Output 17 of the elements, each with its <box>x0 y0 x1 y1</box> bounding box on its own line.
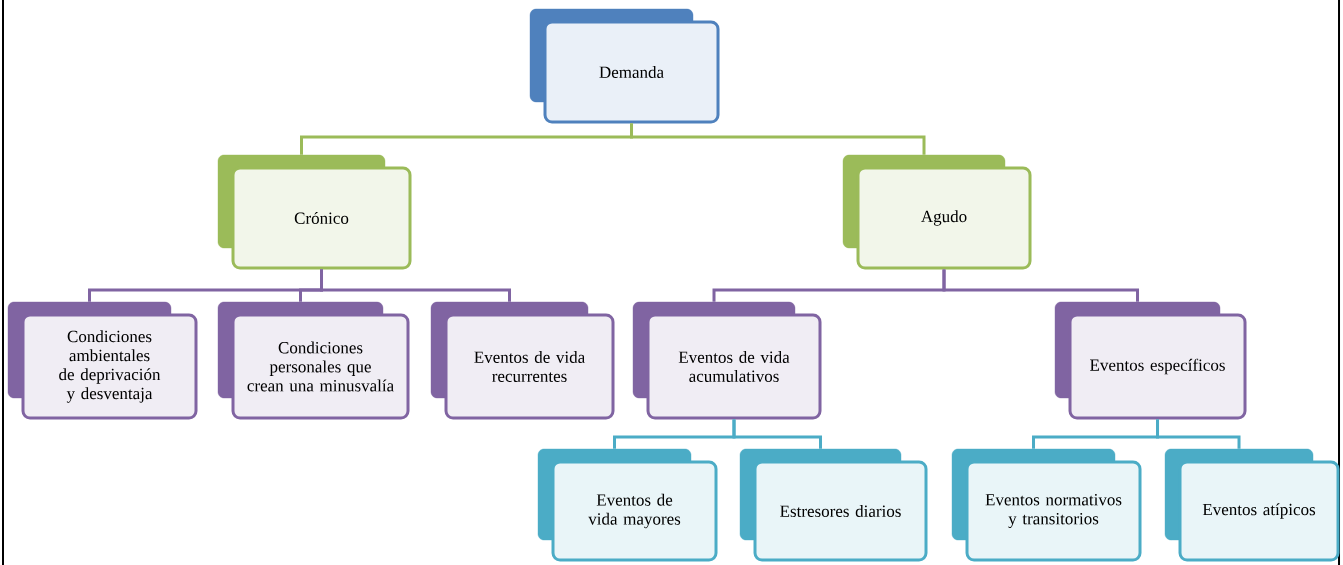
process-box: Condiciones ambientales de deprivación y desventaja <box>7 301 198 420</box>
process-box: Eventos específicos <box>1054 301 1247 420</box>
process-box: Eventos de vida recurrentes <box>430 301 615 420</box>
connector-line <box>630 123 926 155</box>
process-box: Estresores diarios <box>739 448 928 562</box>
process-box: Agudo <box>842 154 1032 270</box>
connector-line <box>942 269 1139 302</box>
process-box: Crónico <box>217 154 412 270</box>
process-box: Demanda <box>529 8 720 124</box>
process-box: Eventos de vida acumulativos <box>632 301 822 420</box>
process-box: Eventos normativos y transitorios <box>951 448 1142 562</box>
connector-line <box>1156 419 1241 449</box>
connector-line <box>732 419 822 449</box>
process-box: Condiciones personales que crean una minusvalía <box>217 301 410 420</box>
connector-line <box>320 269 511 302</box>
process-box: Eventos de vida mayores <box>537 448 718 562</box>
process-box: Eventos atípicos <box>1164 448 1340 562</box>
